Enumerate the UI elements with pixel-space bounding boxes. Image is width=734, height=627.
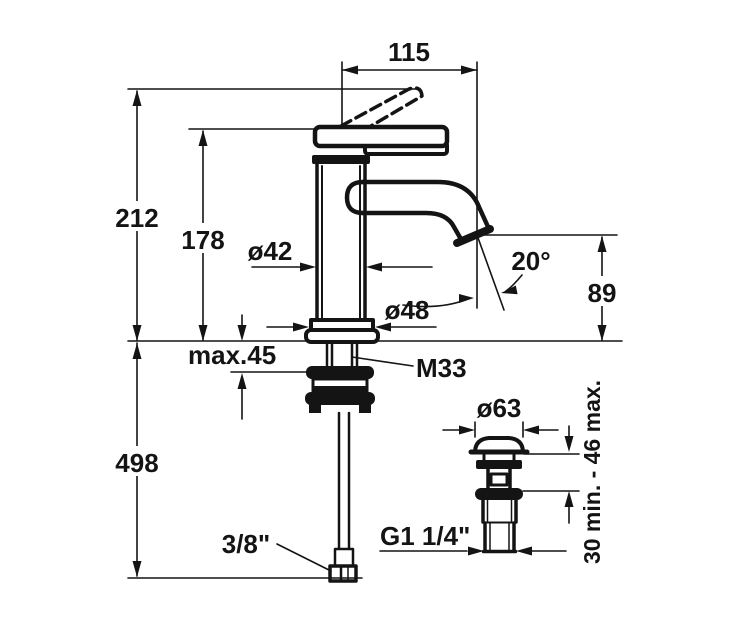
label-supply-connection: 3/8" [222,529,270,559]
spout-left-cap [344,179,366,216]
label-waste-thread: G1 1/4" [380,521,470,551]
spout-bottom-edge [360,210,465,244]
drain-body-flange [475,488,523,500]
label-base-diameter: ø48 [385,295,430,325]
faucet-outline [304,86,494,583]
angle-ray [476,234,505,311]
dimension-lines [127,61,623,579]
label-outlet-height: 89 [588,278,617,308]
label-total-height: 212 [115,203,158,233]
label-waste-deck-range: 30 min. - 46 max. [579,380,605,564]
label-mount-thread: M33 [416,353,467,383]
lever-raised-dashed-outline [339,86,424,128]
spout-outlet-face [453,225,494,247]
label-height-to-spout: 178 [181,225,224,255]
drain-cap-flange [476,460,522,469]
label-body-diameter: ø42 [248,236,293,266]
mount-shank [325,340,359,368]
label-spout-reach: 115 [388,37,430,67]
drain-slot [489,472,509,487]
mounting-nut [305,366,375,413]
label-spout-angle: 20° [511,246,550,276]
label-waste-cap-diameter: ø63 [477,393,522,423]
dimension-labels: 212 178 498 115 ø42 ø48 20° 89 max.45 M3… [110,37,623,564]
spout-top-edge [360,179,492,232]
base-plate [304,328,380,344]
supply-hose [337,411,351,551]
label-hose-length: 498 [115,448,158,478]
lever-handle [312,124,450,149]
hose-collar [333,547,355,568]
drain-outline [468,436,530,554]
cartridge-joint [312,155,370,164]
label-max-deck-thickness: max.45 [188,340,276,370]
drain-cap-dome [473,436,525,453]
